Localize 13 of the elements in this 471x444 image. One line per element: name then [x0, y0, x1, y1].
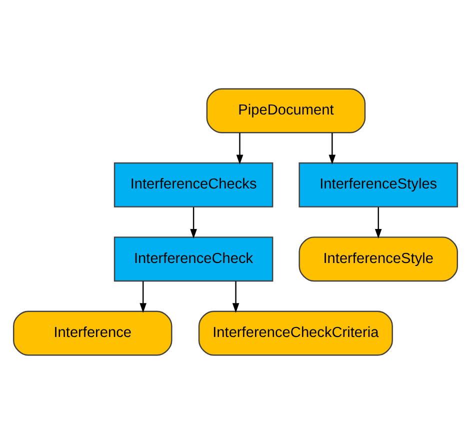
node-box: InterferenceStyles [298, 162, 458, 208]
arrow [374, 207, 382, 239]
arrow [328, 133, 336, 165]
arrow [140, 281, 146, 313]
node-box: PipeDocument [206, 88, 366, 134]
arrow [190, 207, 197, 239]
node-box: InterferenceStyle [298, 236, 458, 282]
arrow [236, 133, 244, 165]
node-box: Interference [13, 310, 172, 356]
node-box: InterferenceCheckCriteria [198, 310, 393, 356]
node-box: InterferenceCheck [114, 236, 274, 282]
node-box: InterferenceChecks [114, 162, 274, 208]
arrow [232, 281, 240, 313]
